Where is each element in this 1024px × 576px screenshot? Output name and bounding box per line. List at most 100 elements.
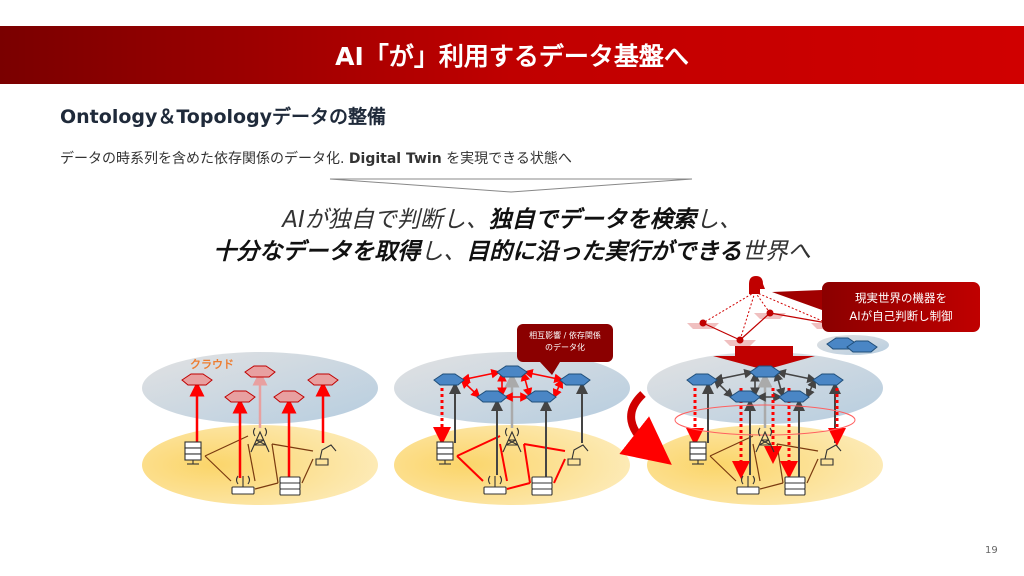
ai-control-callout: 現実世界の機器を AIが自己判断し制御 — [822, 282, 980, 332]
rack-unit — [531, 482, 553, 490]
node-pentagon — [273, 390, 305, 403]
router-icon — [483, 475, 507, 495]
rack-unit — [436, 441, 454, 449]
node-pentagon — [729, 390, 761, 403]
callout-pointer — [540, 362, 560, 375]
rack-unit — [689, 453, 707, 461]
ground-layer — [647, 425, 883, 505]
node-pentagon — [686, 373, 718, 386]
device-link — [204, 455, 232, 482]
node-pentagon — [812, 373, 844, 386]
title-banner: AI「が」利用するデータ基盤へ — [0, 26, 1024, 84]
dependency-arrow — [460, 369, 501, 383]
router-body — [483, 486, 507, 495]
device-link — [456, 435, 501, 457]
device-link — [709, 455, 737, 482]
ai-link — [754, 291, 828, 324]
slide-title: AI「が」利用するデータ基盤へ — [335, 42, 689, 71]
tower-frame — [502, 430, 522, 453]
ai-link — [702, 291, 756, 324]
robot-arm — [820, 444, 842, 466]
robot-icon — [315, 444, 337, 466]
rack-unit — [279, 488, 301, 496]
rack-unit — [436, 447, 454, 455]
dependency-arrow — [805, 378, 817, 399]
device-link — [776, 443, 819, 452]
rack-unit — [436, 453, 454, 461]
device-link — [752, 443, 761, 482]
storage-icon — [279, 476, 301, 496]
ground-layer — [394, 425, 630, 505]
router-icon — [231, 475, 255, 495]
rack-unit — [784, 488, 806, 496]
node-pentagon — [778, 390, 810, 403]
robot-icon — [567, 444, 589, 466]
ground-layer — [142, 425, 378, 505]
signal-waves — [757, 427, 773, 437]
rack-unit — [784, 476, 806, 484]
loop-arrow — [619, 391, 672, 465]
node-pentagon — [224, 390, 256, 403]
headline-segment: 十分なデータを取得 — [213, 239, 421, 265]
connector-line — [739, 312, 771, 341]
node-pentagon — [433, 373, 465, 386]
device-link — [806, 458, 819, 484]
headline-line-1: AIが独自で判断し、独自でデータを検索し、 — [0, 204, 1024, 236]
headline-line-2: 十分なデータを取得し、目的に沿った実行ができる世界へ — [0, 236, 1024, 268]
rack-unit — [689, 447, 707, 455]
signal-waves — [504, 427, 520, 437]
dependency-arrow — [713, 378, 734, 399]
signal-waves — [252, 427, 268, 437]
tower-icon — [755, 427, 775, 453]
device-link — [553, 458, 566, 484]
robot-icon — [820, 444, 842, 466]
dependency-arrow — [776, 369, 817, 383]
ai-link — [754, 291, 771, 314]
server-icon — [184, 441, 202, 465]
headline-segment: し、 — [695, 207, 742, 233]
callout-line-2: AIが自己判断し制御 — [849, 309, 953, 323]
funnel-divider — [329, 178, 693, 193]
rack-unit — [279, 476, 301, 484]
headline-segment: 世界へ — [741, 239, 811, 265]
device-link — [759, 482, 784, 490]
callout-line-1: 現実世界の機器を — [855, 291, 947, 305]
callout-line-2: のデータ化 — [545, 343, 585, 352]
device-link — [709, 435, 754, 457]
device-link — [301, 458, 314, 484]
device-link — [523, 443, 566, 452]
router-body — [736, 486, 760, 495]
rack-unit — [531, 488, 553, 496]
router-icon — [736, 475, 760, 495]
ai-head-icon — [749, 276, 765, 294]
storage-icon — [531, 476, 553, 496]
tower-frame — [250, 430, 270, 453]
device-link — [271, 443, 314, 452]
node-pentagon — [181, 373, 213, 386]
headline-segment: 独自でデータを検索 — [488, 207, 696, 233]
headline-segment: 目的に沿った実行ができる — [466, 239, 742, 265]
subtitle-text: データの時系列を含めた依存関係のデータ化. — [60, 151, 349, 167]
subtitle-bold: Digital Twin — [348, 151, 442, 167]
device-link — [523, 443, 531, 484]
node-pentagon — [749, 365, 781, 378]
connector-line — [702, 322, 741, 341]
dependency-arrow — [552, 378, 564, 399]
connector-line — [769, 312, 828, 324]
headline: AIが独自で判断し、独自でデータを検索し、 十分なデータを取得し、目的に沿った実… — [0, 204, 1024, 268]
device-link — [499, 443, 508, 482]
subtitle-text-end: を実現できる状態へ — [441, 151, 572, 167]
dependency-arrow — [460, 378, 481, 399]
rack-unit — [184, 447, 202, 455]
device-link — [247, 443, 256, 482]
tower-icon — [250, 427, 270, 453]
callout-line-1: 相互影響 / 依存関係 — [529, 331, 601, 340]
sync-ring — [674, 404, 856, 436]
node-pentagon — [307, 373, 339, 386]
server-icon — [436, 441, 454, 465]
rack-unit — [184, 453, 202, 461]
node-pentagon — [846, 340, 878, 353]
device-link — [254, 482, 279, 490]
